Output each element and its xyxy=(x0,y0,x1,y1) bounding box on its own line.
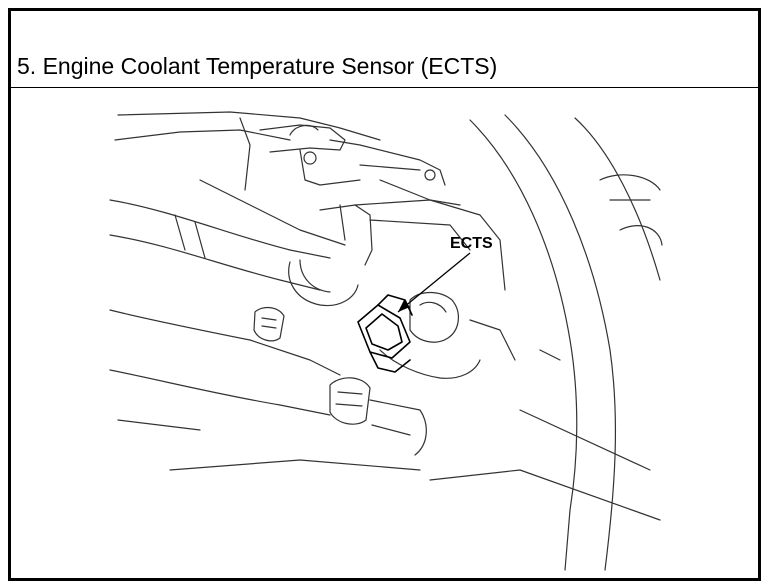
callout-arrowhead xyxy=(398,300,410,312)
ects-callout-label: ECTS xyxy=(450,235,493,252)
ects-callout: ECTS xyxy=(397,235,493,313)
manual-page-frame: 5. Engine Coolant Temperature Sensor (EC… xyxy=(8,8,761,581)
right-side-hoses xyxy=(169,114,663,571)
ects-sensor xyxy=(357,294,413,373)
lower-hose xyxy=(109,309,427,456)
thermostat-housing xyxy=(288,199,516,379)
upper-engine-structure xyxy=(114,111,461,206)
hose-clamps xyxy=(253,306,371,425)
callout-leader-line xyxy=(397,252,471,313)
section-heading-bar: 5. Engine Coolant Temperature Sensor (EC… xyxy=(11,11,758,88)
section-heading: 5. Engine Coolant Temperature Sensor (EC… xyxy=(17,53,498,79)
upper-radiator-hose xyxy=(109,179,346,291)
